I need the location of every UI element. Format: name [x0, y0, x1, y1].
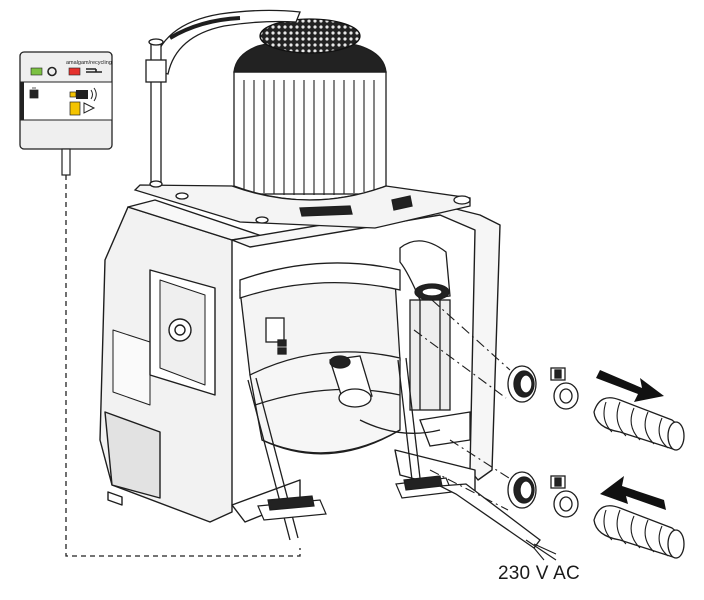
- recycling-symbol-icon: [86, 68, 102, 73]
- container-icon: [29, 87, 39, 99]
- inlet-fittings: [507, 471, 685, 559]
- motor: [233, 18, 387, 221]
- top-plate: [133, 180, 471, 229]
- speaker-icon: [69, 87, 97, 102]
- yellow-indicator-icon: [69, 101, 81, 116]
- carry-handle: [151, 9, 301, 75]
- connection-guides: [413, 299, 513, 511]
- red-led-icon: [68, 67, 81, 76]
- outlet-arrow-icon: [596, 370, 664, 402]
- cable-clamps: [257, 475, 453, 521]
- gear-icon: [47, 66, 57, 77]
- support-rod: [145, 38, 167, 193]
- power-supply-label: 230 V AC: [498, 563, 580, 584]
- control-panel: amalgam/recycling: [19, 51, 113, 176]
- panel-cable-gland: [61, 148, 71, 176]
- power-cable: [437, 483, 557, 561]
- panel-header-label: amalgam/recycling: [66, 60, 112, 66]
- housing: [99, 199, 501, 523]
- centrifuge: [239, 240, 471, 455]
- green-led-icon: [30, 67, 43, 76]
- outlet-fittings: [507, 365, 685, 451]
- play-triangle-icon: [83, 102, 96, 114]
- signal-cable-dashed: [65, 175, 301, 557]
- inlet-arrow-icon: [600, 476, 666, 510]
